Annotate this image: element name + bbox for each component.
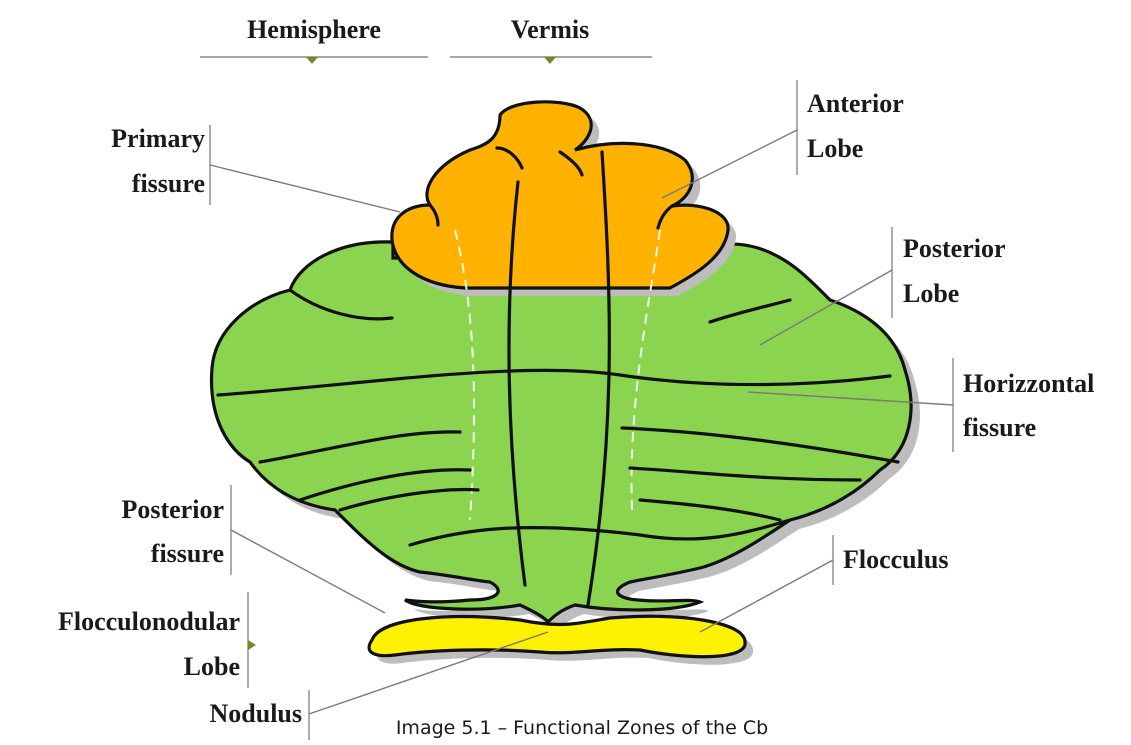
primary-fissure-label-2: fissure — [132, 169, 205, 198]
horizontal-fissure-label-2: fissure — [963, 413, 1036, 442]
posterior-fissure-label-1: Posterior — [121, 495, 224, 524]
horizontal-fissure-label-1: Horizzontal — [963, 369, 1094, 398]
posterior-fissure-label-2: fissure — [151, 539, 224, 568]
posterior-lobe-label-1: Posterior — [903, 234, 1006, 263]
primary-fissure-label-1: Primary — [111, 124, 205, 153]
anterior-lobe-region — [392, 102, 728, 288]
figure-caption: Image 5.1 – Functional Zones of the Cb — [396, 717, 768, 739]
posterior-lobe-label-2: Lobe — [903, 279, 959, 308]
flocculus-label: Flocculus — [843, 545, 948, 574]
posterior-lobe-region — [212, 242, 911, 622]
hemisphere-marker — [306, 57, 318, 64]
primary-fissure-leader — [210, 165, 400, 212]
anterior-lobe-label-1: Anterior — [807, 89, 904, 118]
anterior-lobe-label-2: Lobe — [807, 134, 863, 163]
posterior-fissure-leader — [231, 530, 385, 613]
flocculonodular-marker — [248, 640, 256, 650]
flocculonodular-label-1: Flocculonodular — [58, 607, 240, 636]
nodulus-label: Nodulus — [210, 699, 303, 728]
flocculonodular-label-2: Lobe — [184, 652, 240, 681]
vermis-label: Vermis — [511, 15, 589, 44]
hemisphere-label: Hemisphere — [247, 15, 381, 44]
vermis-marker — [544, 57, 556, 64]
